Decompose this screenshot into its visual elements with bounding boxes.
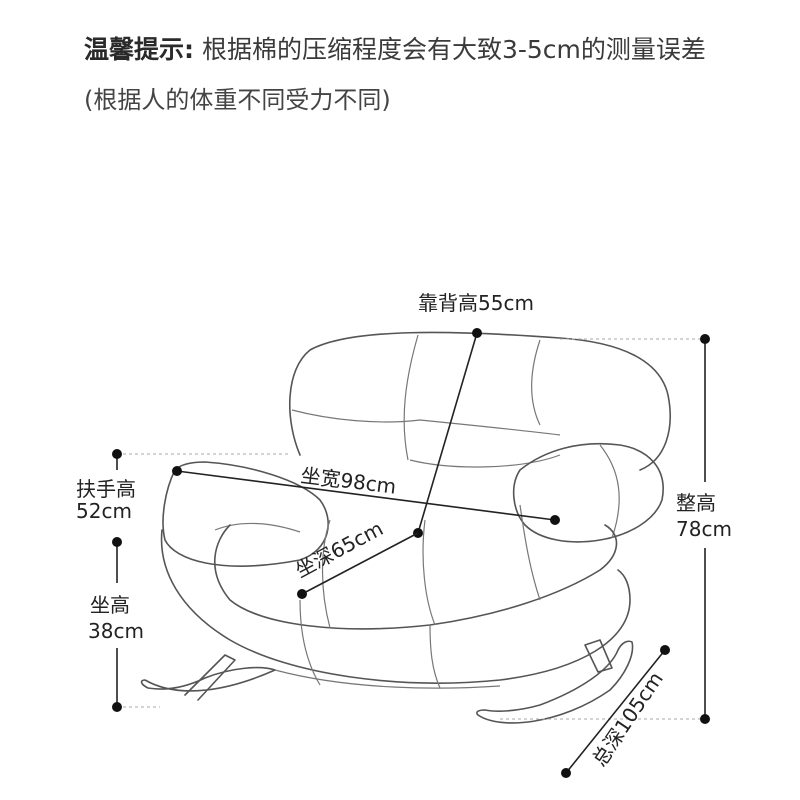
left-armrest-seam bbox=[214, 522, 301, 533]
notice-text: 根据棉的压缩程度会有大致3-5cm的测量误差 bbox=[201, 35, 706, 64]
backrest-outline bbox=[288, 331, 671, 471]
right-armrest bbox=[512, 442, 664, 543]
backrest-height-dot-top bbox=[472, 328, 482, 338]
base-seams bbox=[299, 599, 441, 689]
armrest-height-label: 扶手高 bbox=[76, 477, 136, 501]
right-rocker bbox=[476, 640, 634, 724]
seat-depth-label: 坐深65cm bbox=[291, 516, 387, 582]
notice-line: 温馨提示: 根据棉的压缩程度会有大致3-5cm的测量误差 bbox=[84, 30, 706, 66]
seat-width-line bbox=[176, 470, 556, 521]
dimension-lines bbox=[112, 328, 710, 778]
notice-subtext: (根据人的体重不同受力不同) bbox=[84, 86, 391, 114]
total-height-dot-top bbox=[700, 334, 710, 344]
seat-width-dot-right bbox=[550, 515, 560, 525]
armrest-dot-top bbox=[112, 449, 122, 459]
backrest-height-line bbox=[417, 332, 478, 534]
left-rocker-leg bbox=[184, 654, 236, 701]
armrest-height-value: 52cm bbox=[76, 499, 132, 523]
seat-height-label: 坐高 bbox=[90, 593, 130, 617]
left-armrest bbox=[162, 461, 329, 567]
total-height-dot-bottom bbox=[700, 714, 710, 724]
chair-illustration bbox=[140, 331, 671, 724]
seat-width-dot-left bbox=[172, 466, 182, 476]
seat-depth-dot bbox=[297, 589, 307, 599]
total-depth-label: 总深105cm bbox=[587, 667, 668, 771]
notice-label: 温馨提示: bbox=[84, 35, 194, 64]
backrest-height-label: 靠背高55cm bbox=[418, 291, 534, 315]
left-rocker bbox=[140, 666, 276, 692]
right-armrest-seam bbox=[599, 444, 620, 539]
total-depth-line bbox=[565, 649, 666, 774]
base-body bbox=[160, 529, 631, 684]
seat-dot-mid bbox=[112, 537, 122, 547]
total-depth-dot-top bbox=[660, 645, 670, 655]
total-height-label: 整高 bbox=[676, 491, 716, 515]
right-rocker-leg bbox=[584, 639, 613, 673]
backrest-seams bbox=[291, 334, 561, 468]
total-depth-dot-bottom bbox=[561, 768, 571, 778]
ground-dot-left bbox=[112, 702, 122, 712]
total-height-value: 78cm bbox=[676, 517, 732, 541]
seat-height-value: 38cm bbox=[88, 619, 144, 643]
frame-bar bbox=[274, 669, 501, 689]
seat-depth-line bbox=[301, 532, 419, 595]
